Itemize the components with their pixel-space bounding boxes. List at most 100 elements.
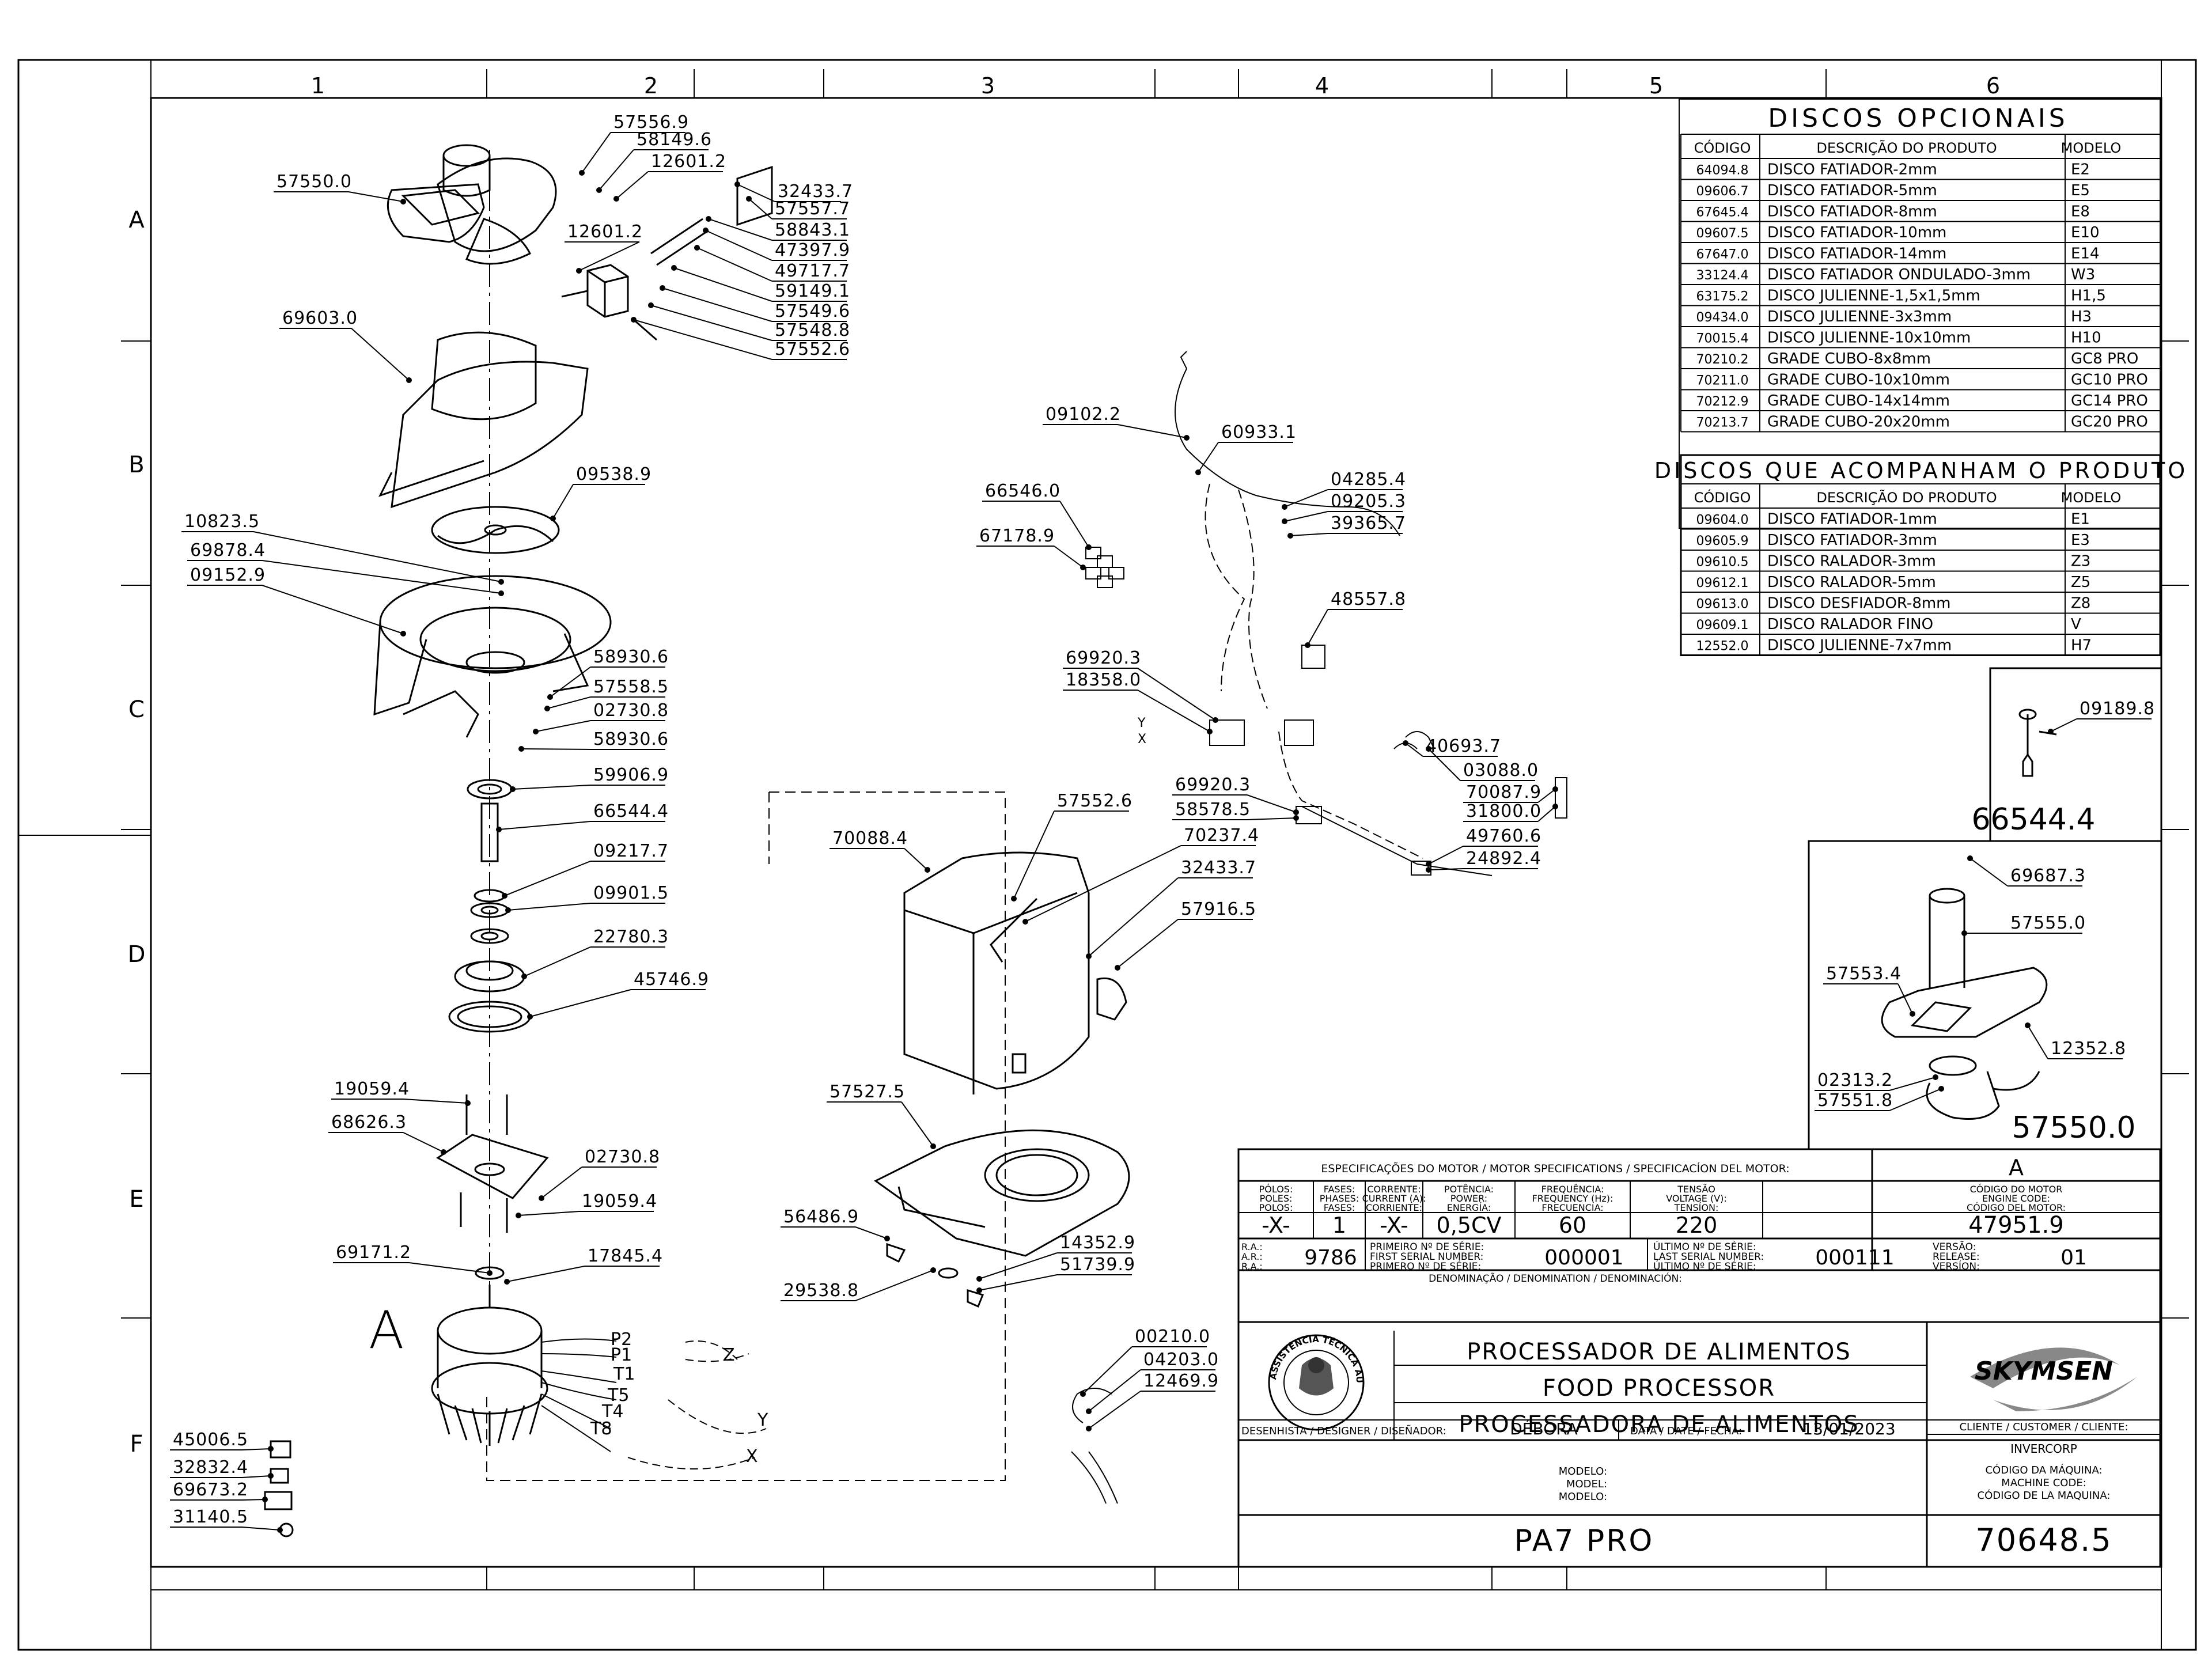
wire-end-Y-3: Y [1137,716,1146,730]
discos_acompanham-cell-4-1: DISCO DESFIADOR-8mm [1767,595,1951,612]
designer-value: DÉBORA [1510,1419,1577,1438]
part-callout-57549-6: 57549.6 [775,301,850,321]
part-callout-70237-4: 70237.4 [1184,825,1259,846]
motor-header-0-1: POLES: [1260,1193,1293,1204]
version-label-1: RELEASE: [1933,1251,1980,1263]
motor-code-letter: A [2009,1155,2024,1180]
part-callout-57557-7: 57557.7 [775,199,850,219]
motor-header-3-1: POWER: [1450,1193,1487,1204]
part-callout-18358-0: 18358.0 [1066,670,1141,690]
part-callout-04203-0: 04203.0 [1143,1350,1219,1370]
motor-value-2: -X- [1380,1213,1408,1238]
motor-part [431,1266,767,1469]
motor-header-4-0: FREQUÊNCIA: [1541,1184,1604,1195]
discos_opcionais-cell-12-0: 70213.7 [1696,416,1749,430]
discos_acompanham-cell-0-1: DISCO FATIADOR-1mm [1767,511,1937,528]
discos_opcionais-cell-8-2: H10 [2071,329,2101,347]
part-callout-59906-9: 59906.9 [593,765,669,785]
motor-wire-T8: T8 [590,1419,612,1439]
grid-col-2: 2 [644,73,658,99]
part-callout-69920-3: 69920.3 [1175,775,1251,795]
grid-col-3: 3 [981,73,995,99]
motor-header-1-1: PHASES: [1320,1193,1359,1204]
grid-col-6: 6 [1986,73,2000,99]
discos_opcionais-cell-0-0: 64094.8 [1696,164,1749,178]
part-callout-58930-6: 58930.6 [593,729,669,749]
discos_opcionais-cell-3-1: DISCO FATIADOR-10mm [1767,224,1946,241]
motor-header-1-2: FASES: [1324,1202,1355,1213]
discos_acompanham-cell-2-2: Z3 [2071,553,2090,570]
discos_opcionais-cell-0-2: E2 [2071,161,2090,179]
motor-value-4: 60 [1559,1213,1586,1238]
version-label-2: VERSÍON: [1933,1260,1980,1272]
discos_acompanham-header-1: DESCRIÇÃO DO PRODUTO [1816,488,1997,506]
motor-wire-T1: T1 [613,1364,635,1384]
part-callout-49717-7: 49717.7 [775,261,850,281]
part-callout-67178-9: 67178.9 [979,526,1055,546]
discos_acompanham-cell-3-1: DISCO RALADOR-5mm [1767,574,1936,591]
discos_opcionais-cell-2-0: 67645.4 [1696,206,1749,220]
motor-header-2-0: CORRENTE: [1367,1184,1421,1195]
ra-label-0: R.A.: [1241,1241,1263,1252]
lid-part [387,144,557,265]
part-callout-58843-1: 58843.1 [775,220,850,240]
discos_opcionais-cell-9-2: GC8 PRO [2071,350,2138,368]
discos_acompanham-cell-1-1: DISCO FATIADOR-3mm [1767,532,1937,549]
grid-row-C: C [128,696,145,723]
ra-value: 9786 [1304,1246,1357,1270]
wire-end-X-2: X [746,1446,758,1467]
part-callout-12601-2: 12601.2 [567,222,643,242]
part-callout-57916-5: 57916.5 [1181,899,1256,919]
brand-name: SKYMSEN [1975,1357,2113,1386]
discos-opcionais-title: DISCOS OPCIONAIS [1768,104,2068,133]
discos_acompanham-cell-5-1: DISCO RALADOR FINO [1767,616,1933,633]
discos_opcionais-cell-1-0: 09606.7 [1696,184,1749,199]
housing-part [373,575,612,738]
part-callout-69878-4: 69878.4 [190,540,266,560]
motor-header-4-1: FREQUENCY (Hz): [1532,1193,1613,1204]
part-callout-19059-4: 19059.4 [334,1079,410,1099]
part-callout-12601-2: 12601.2 [651,151,726,172]
discos_opcionais-cell-2-2: E8 [2071,203,2090,221]
discos_opcionais-cell-7-2: H3 [2071,308,2092,325]
part-callout-03088-0: 03088.0 [1463,760,1539,781]
discos_acompanham-cell-6-1: DISCO JULIENNE-7x7mm [1767,637,1952,654]
motor-value-1: 1 [1332,1213,1346,1238]
motor-wire-P2: P2 [611,1330,632,1350]
discos_opcionais-cell-4-1: DISCO FATIADOR-14mm [1767,245,1946,263]
part-callout-57552-6: 57552.6 [1057,791,1132,811]
part-callout-32832-4: 32832.4 [173,1457,248,1478]
designer-label: DESENHISTA / DESIGNER / DISEÑADOR: [1241,1425,1446,1437]
first-serial-value: 000001 [1544,1246,1623,1270]
grid-row-F: F [130,1431,143,1457]
inset-label-57550: 57550.0 [2012,1111,2135,1145]
motor-spec-title: ESPECIFICAÇÕES DO MOTOR / MOTOR SPECIFIC… [1321,1162,1789,1175]
title-block [1237,1148,2161,1568]
date-value: 13/01/2023 [1802,1419,1895,1438]
version-label-0: VERSÃO: [1933,1240,1976,1253]
motor-code-label-1: ENGINE CODE: [1982,1193,2050,1204]
part-callout-12469-9: 12469.9 [1143,1371,1219,1391]
machine-code-label-0: CÓDIGO DA MÁQUINA: [1985,1464,2102,1476]
part-callout-09538-9: 09538.9 [576,464,652,484]
part-callout-24892-4: 24892.4 [1466,849,1541,869]
part-callout-57553-4: 57553.4 [1826,964,1902,984]
mount-plate [436,1094,549,1233]
part-callout-31800-0: 31800.0 [1466,801,1541,821]
discos_opcionais-cell-9-0: 70210.2 [1696,353,1749,367]
machine-code-label-2: CÓDIGO DE LA MAQUINA: [1978,1489,2111,1502]
part-callout-09152-9: 09152.9 [190,565,266,585]
part-callout-58578-5: 58578.5 [1175,800,1251,820]
wire-end-Y-1: Y [757,1410,768,1430]
part-callout-57550-0: 57550.0 [276,172,352,192]
detail-letter-A: A [369,1300,404,1361]
part-callout-47397-9: 47397.9 [775,240,850,260]
model-label-1: MODEL: [1566,1478,1607,1490]
motor-value-0: -X- [1262,1213,1290,1238]
authorized-service-seal [1268,1334,1365,1431]
part-callout-09189-8: 09189.8 [2080,699,2155,719]
part-callout-51739-9: 51739.9 [1060,1255,1135,1275]
product-name-2: PROCESSADORA DE ALIMENTOS [1459,1411,1859,1438]
part-callout-02313-2: 02313.2 [1817,1070,1893,1090]
part-callout-31140-5: 31140.5 [173,1507,248,1527]
